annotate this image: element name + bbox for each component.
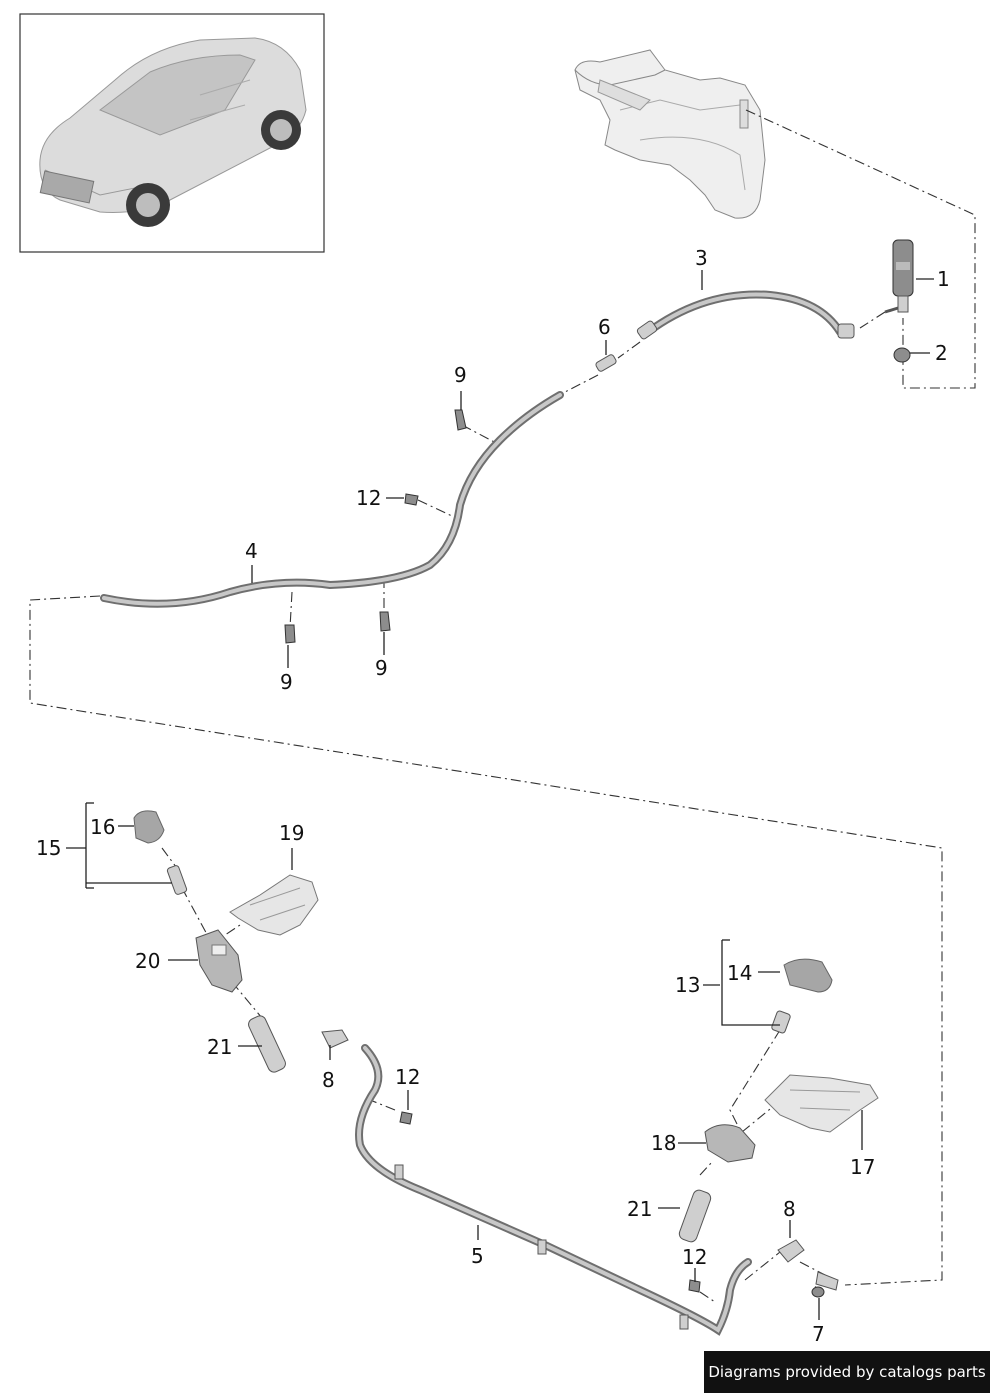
clip-12-icon — [399, 493, 701, 1293]
hose-3 — [644, 290, 844, 336]
vehicle-overview-icon — [39, 37, 307, 227]
callout-20: 20 — [135, 949, 160, 973]
callout-12b: 12 — [395, 1065, 420, 1089]
callout-9b: 9 — [280, 670, 293, 694]
callout-4: 4 — [245, 539, 258, 563]
callout-8a: 8 — [322, 1068, 335, 1092]
callout-12a: 12 — [356, 486, 381, 510]
connector-6-icon — [595, 354, 617, 372]
washer-pump-icon — [884, 239, 914, 314]
carrier-18-icon — [704, 1124, 756, 1163]
callout-18: 18 — [651, 1131, 676, 1155]
hose-end-fitting-icon — [636, 320, 855, 340]
hose-clip-icons — [394, 1164, 689, 1330]
vehicle-overview — [19, 13, 325, 253]
callout-9c: 9 — [375, 656, 388, 680]
callout-15: 15 — [36, 836, 61, 860]
bracket-17-icon — [764, 1074, 879, 1133]
nozzle-15-icon — [166, 865, 188, 895]
leader-lines — [66, 270, 934, 1320]
cover-14-icon — [783, 958, 833, 993]
hose-5 — [355, 1044, 752, 1336]
callout-17: 17 — [850, 1155, 875, 1179]
callout-1: 1 — [937, 267, 950, 291]
callout-3: 3 — [695, 246, 708, 270]
callout-6: 6 — [598, 315, 611, 339]
callout-21a: 21 — [207, 1035, 232, 1059]
callout-14: 14 — [727, 961, 752, 985]
cover-16-icon — [133, 810, 165, 844]
callout-5: 5 — [471, 1244, 484, 1268]
credit-banner: Diagrams provided by catalogs parts — [704, 1351, 990, 1393]
callout-21b: 21 — [627, 1197, 652, 1221]
callout-7: 7 — [812, 1322, 825, 1346]
clip-9-icon — [284, 409, 467, 644]
cylinder-21-icon — [248, 1015, 712, 1243]
connector-8-icon — [321, 1029, 805, 1263]
callout-16: 16 — [90, 815, 115, 839]
nozzle-13-icon — [771, 1010, 791, 1034]
carrier-20-icon — [195, 929, 243, 993]
hose-4 — [100, 391, 564, 608]
washer-reservoir-icon — [574, 49, 766, 219]
connection-lines — [29, 109, 976, 1303]
callout-19: 19 — [279, 821, 304, 845]
bracket-19-icon — [229, 874, 319, 936]
grommet-icon — [893, 347, 911, 363]
connector-7-icon — [811, 1271, 839, 1298]
callouts: 1 2 3 6 9 12 4 9 9 16 15 19 20 21 8 12 1… — [36, 246, 950, 1346]
callout-8b: 8 — [783, 1197, 796, 1221]
callout-9a: 9 — [454, 363, 467, 387]
callout-2: 2 — [935, 341, 948, 365]
callout-13: 13 — [675, 973, 700, 997]
callout-12c: 12 — [682, 1245, 707, 1269]
